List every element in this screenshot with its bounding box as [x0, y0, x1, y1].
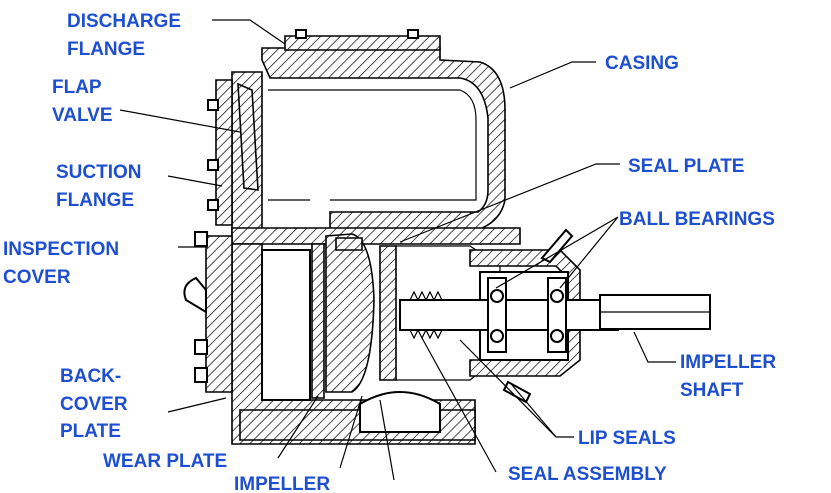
leader-seal-plate	[399, 163, 620, 243]
casing-shell	[261, 47, 506, 233]
shaft-shape	[399, 299, 619, 331]
leader-ball-bearings-b	[559, 216, 619, 289]
bolt	[207, 199, 219, 211]
seal-spring	[409, 328, 443, 340]
label-wear-plate: WEAR PLATE	[103, 451, 227, 472]
flap-valve-shape	[237, 82, 259, 191]
label-casing: CASING	[605, 53, 679, 74]
label-suction-flange: SUCTION FLANGE	[56, 162, 147, 211]
label-impeller: IMPELLER	[234, 474, 330, 493]
leader-ball-bearings-a	[495, 216, 619, 289]
label-inspection-cover: INSPECTION COVER	[3, 239, 124, 288]
mid-plate	[231, 227, 521, 245]
grease-fitting	[540, 228, 574, 264]
leader-casing	[509, 61, 596, 89]
leader-suction-flange	[167, 175, 223, 187]
bolt	[194, 231, 208, 247]
part-labels: DISCHARGE FLANGE FLAP VALVE SUCTION FLAN…	[3, 11, 781, 493]
ball	[490, 329, 504, 343]
ball	[550, 329, 564, 343]
bearing-housing	[469, 249, 581, 377]
bolt	[207, 159, 219, 171]
leader-flap-valve	[119, 109, 241, 133]
leader-wear-plate	[277, 395, 319, 459]
impeller-shape	[325, 233, 375, 393]
leader-discharge-flange	[212, 19, 286, 45]
pump-drawing	[183, 29, 711, 445]
leader-seal-assembly	[421, 337, 497, 473]
label-seal-plate: SEAL PLATE	[628, 156, 744, 177]
ball	[550, 289, 564, 303]
wear-plate-shape	[311, 243, 325, 399]
discharge-flange-shape	[284, 35, 441, 51]
ball	[490, 289, 504, 303]
label-discharge-flange: DISCHARGE FLANGE	[67, 11, 186, 60]
suction-flange-shape	[215, 79, 233, 226]
seal-spring	[409, 290, 443, 302]
label-seal-assembly: SEAL ASSEMBLY	[508, 464, 667, 485]
leader-impeller-shaft	[633, 331, 676, 363]
leader-impeller-b	[379, 399, 395, 481]
label-lip-seals: LIP SEALS	[578, 428, 676, 449]
leader-lip-seals-b	[511, 384, 557, 438]
leader-back-cover-plate	[167, 397, 227, 413]
leader-impeller-a	[339, 395, 363, 469]
label-back-cover-plate: BACK- COVER PLATE	[60, 366, 133, 442]
bolt	[207, 99, 219, 111]
chamber-outline	[268, 89, 477, 201]
cover-handle	[183, 276, 207, 314]
inspection-cover-shape	[205, 235, 233, 393]
label-impeller-shaft: IMPELLER SHAFT	[680, 352, 781, 401]
lower-passage	[359, 391, 441, 433]
volute-chamber	[261, 249, 311, 401]
drain-fitting	[502, 380, 532, 404]
impeller-vane	[335, 237, 363, 251]
bolt	[194, 339, 208, 355]
label-ball-bearings: BALL BEARINGS	[619, 209, 775, 230]
flange-bolt	[295, 29, 307, 39]
bolt	[194, 367, 208, 383]
label-flap-valve: FLAP VALVE	[52, 77, 113, 126]
seal-plate-shape	[379, 245, 397, 381]
flange-bolt	[407, 29, 419, 39]
leader-lines	[119, 19, 676, 481]
